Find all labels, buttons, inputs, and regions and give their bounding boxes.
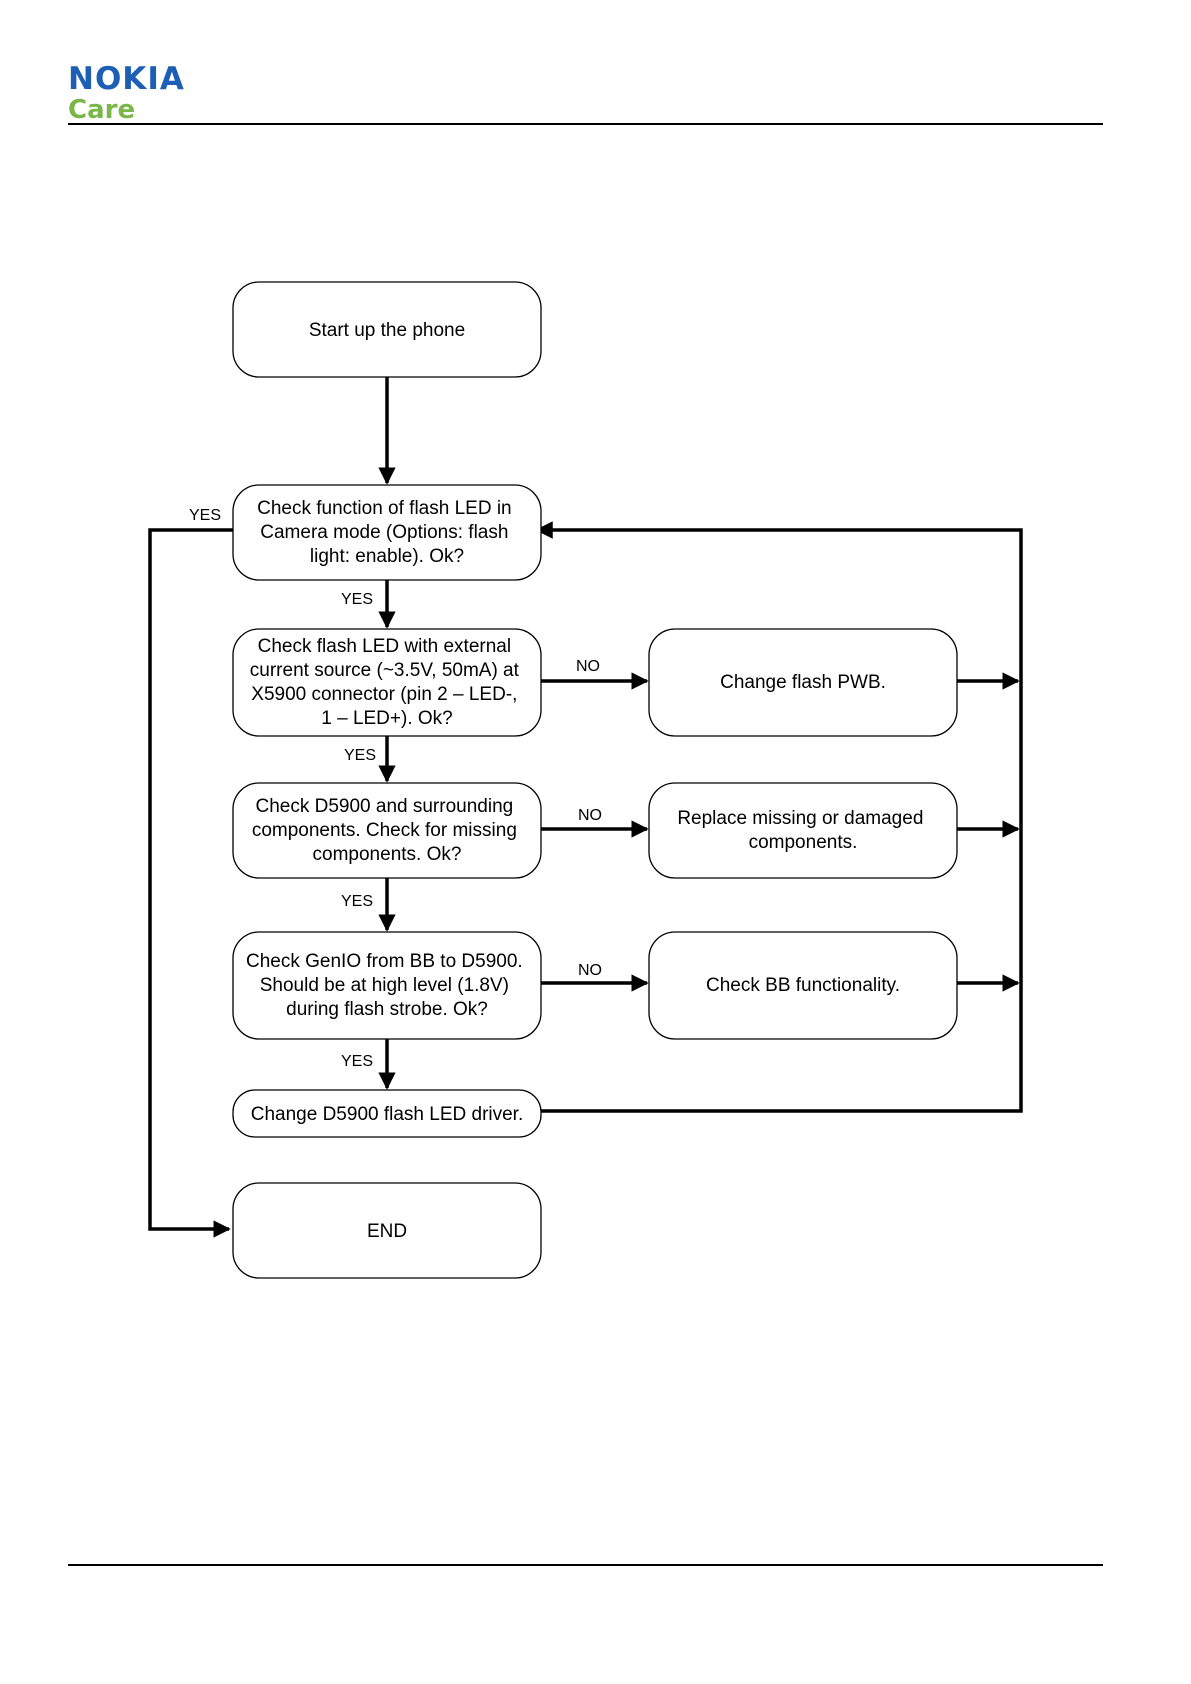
node-check-external-text: Check flash LED with external current so…	[250, 636, 524, 729]
label-no-1: NO	[576, 658, 600, 675]
node-start: Start up the phone	[232, 281, 542, 378]
node-check-bb-text: Check BB functionality.	[706, 975, 900, 996]
footer-divider	[68, 1564, 1103, 1566]
logo-sub-brand: Care	[68, 95, 136, 125]
node-check-genio: Check GenIO from BB to D5900. Should be …	[232, 931, 542, 1040]
node-check-genio-text: Check GenIO from BB to D5900. Should be …	[246, 951, 528, 1020]
flow-edges	[148, 375, 1023, 1238]
node-check-function: Check function of flash LED in Camera mo…	[232, 484, 542, 581]
node-change-driver-text: Change D5900 flash LED driver.	[251, 1104, 524, 1125]
nokia-care-logo: NOKIA Care	[68, 61, 185, 125]
label-yes-1: YES	[341, 591, 373, 608]
label-yes-2: YES	[344, 747, 376, 764]
node-change-driver: Change D5900 flash LED driver.	[232, 1089, 542, 1138]
node-check-external: Check flash LED with external current so…	[232, 628, 542, 737]
node-start-text: Start up the phone	[309, 320, 465, 341]
edge-check-function-to-end	[148, 528, 233, 1238]
label-yes-to-end: YES	[189, 507, 221, 524]
node-end: END	[232, 1182, 542, 1279]
node-replace-components: Replace missing or damaged components.	[648, 782, 958, 879]
node-check-d5900-text: Check D5900 and surrounding components. …	[252, 796, 522, 865]
node-check-bb: Check BB functionality.	[648, 931, 958, 1040]
label-no-2: NO	[578, 807, 602, 824]
node-check-function-text: Check function of flash LED in Camera mo…	[257, 498, 517, 567]
edge-labels: YES YES YES YES YES NO NO NO	[189, 507, 602, 1070]
label-no-3: NO	[578, 962, 602, 979]
label-yes-3: YES	[341, 893, 373, 910]
logo-brand: NOKIA	[68, 61, 185, 97]
node-end-text: END	[367, 1221, 407, 1242]
edge-loop-back-to-check-function	[535, 521, 1023, 1113]
node-change-pwb-text: Change flash PWB.	[720, 672, 886, 693]
header-divider	[68, 123, 1103, 125]
node-check-d5900: Check D5900 and surrounding components. …	[232, 782, 542, 879]
node-replace-components-text: Replace missing or damaged components.	[677, 808, 928, 853]
node-change-pwb: Change flash PWB.	[648, 628, 958, 737]
label-yes-4: YES	[341, 1053, 373, 1070]
